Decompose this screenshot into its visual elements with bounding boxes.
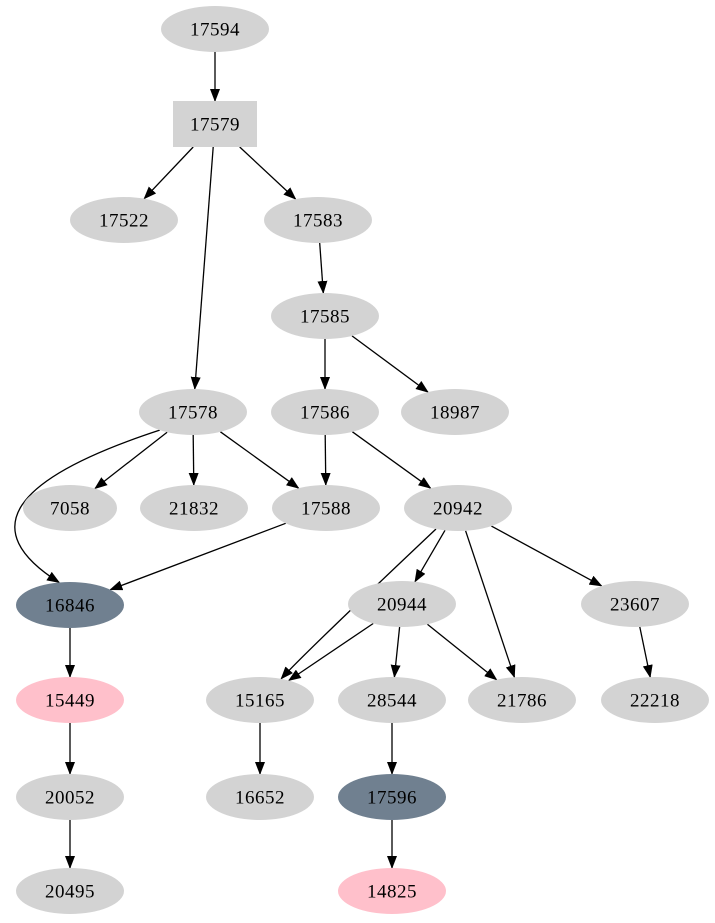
graph-node-17596: 17596 xyxy=(338,774,446,820)
node-ellipse-23607 xyxy=(581,581,689,627)
graph-node-15449: 15449 xyxy=(16,677,124,723)
edge-17579-to-17522 xyxy=(143,146,194,200)
node-label-22218: 22218 xyxy=(630,691,680,712)
node-label-16846: 16846 xyxy=(45,596,95,617)
node-ellipse-21832 xyxy=(140,485,248,531)
edge-23607-to-22218 xyxy=(639,626,653,679)
edge-20942-to-15165 xyxy=(280,528,437,680)
node-label-23607: 23607 xyxy=(610,595,660,616)
graph-node-14825: 14825 xyxy=(338,868,446,914)
graph-node-17579: 17579 xyxy=(173,101,257,147)
graph-node-18987: 18987 xyxy=(401,389,509,435)
graph-node-28544: 28544 xyxy=(338,677,446,723)
edge-17578-to-16846 xyxy=(14,429,160,584)
edge-20944-to-21786 xyxy=(426,623,498,681)
graph-node-16652: 16652 xyxy=(206,774,314,820)
node-label-17596: 17596 xyxy=(367,788,417,809)
edge-20942-to-21786 xyxy=(464,530,516,679)
graph-node-23607: 23607 xyxy=(581,581,689,627)
edge-17583-to-17585 xyxy=(317,242,328,294)
node-ellipse-17588 xyxy=(272,485,380,531)
node-ellipse-17522 xyxy=(70,197,178,243)
edge-20942-to-20944 xyxy=(414,529,446,583)
graph-node-22218: 22218 xyxy=(601,677,709,723)
node-ellipse-28544 xyxy=(338,677,446,723)
node-ellipse-20495 xyxy=(16,868,124,914)
edge-17579-to-17583 xyxy=(239,146,297,200)
node-label-17579: 17579 xyxy=(190,115,240,136)
node-label-17594: 17594 xyxy=(190,20,240,41)
node-label-18987: 18987 xyxy=(430,403,480,424)
node-label-20944: 20944 xyxy=(377,595,427,616)
node-label-17586: 17586 xyxy=(300,403,350,424)
node-ellipse-17585 xyxy=(271,293,379,339)
graph-node-17578: 17578 xyxy=(139,389,247,435)
edge-17578-to-7058 xyxy=(94,431,168,490)
node-label-16652: 16652 xyxy=(235,788,285,809)
graph-node-20052: 20052 xyxy=(16,774,124,820)
node-label-17585: 17585 xyxy=(300,307,350,328)
edge-17586-to-17588 xyxy=(320,434,331,486)
edge-17578-to-17588 xyxy=(220,431,300,489)
node-ellipse-16652 xyxy=(206,774,314,820)
node-ellipse-21786 xyxy=(468,677,576,723)
graph-node-17588: 17588 xyxy=(272,485,380,531)
node-ellipse-22218 xyxy=(601,677,709,723)
node-ellipse-17596 xyxy=(338,774,446,820)
edge-17588-to-16846 xyxy=(109,522,286,591)
node-ellipse-20944 xyxy=(348,581,456,627)
graph-node-20495: 20495 xyxy=(16,868,124,914)
node-ellipse-17578 xyxy=(139,389,247,435)
node-ellipse-20942 xyxy=(404,485,512,531)
graph-node-17583: 17583 xyxy=(264,197,372,243)
graph-node-17586: 17586 xyxy=(271,389,379,435)
node-ellipse-7058 xyxy=(23,485,117,531)
node-label-15449: 15449 xyxy=(45,691,95,712)
node-ellipse-18987 xyxy=(401,389,509,435)
edge-17586-to-20942 xyxy=(352,431,432,489)
nodes-layer: 17594 17579 17522 17583 17585 17578 17586 18987… xyxy=(16,6,709,914)
graph-node-17594: 17594 xyxy=(161,6,269,52)
graph-node-20942: 20942 xyxy=(404,485,512,531)
node-label-21786: 21786 xyxy=(497,691,547,712)
node-ellipse-17586 xyxy=(271,389,379,435)
edge-17578-to-21832 xyxy=(188,434,199,486)
graph-node-21832: 21832 xyxy=(140,485,248,531)
node-label-28544: 28544 xyxy=(367,691,417,712)
node-ellipse-17583 xyxy=(264,197,372,243)
edges-layer xyxy=(14,52,653,869)
edge-20944-to-15165 xyxy=(287,622,374,682)
graph-node-15165: 15165 xyxy=(206,677,314,723)
node-ellipse-14825 xyxy=(338,868,446,914)
graph-node-20944: 20944 xyxy=(348,581,456,627)
node-label-7058: 7058 xyxy=(50,499,90,520)
node-ellipse-20052 xyxy=(16,774,124,820)
edge-20942-to-23607 xyxy=(491,525,603,587)
node-ellipse-16846 xyxy=(16,582,124,628)
graph-node-17585: 17585 xyxy=(271,293,379,339)
edge-17579-to-17578 xyxy=(190,146,214,390)
edge-17585-to-18987 xyxy=(351,335,429,393)
node-label-15165: 15165 xyxy=(235,691,285,712)
node-label-20495: 20495 xyxy=(45,882,95,903)
node-ellipse-15449 xyxy=(16,677,124,723)
node-ellipse-15165 xyxy=(206,677,314,723)
node-label-20052: 20052 xyxy=(45,788,95,809)
node-ellipse-17594 xyxy=(161,6,269,52)
graph-node-16846: 16846 xyxy=(16,582,124,628)
node-label-20942: 20942 xyxy=(433,499,483,520)
node-label-21832: 21832 xyxy=(169,499,219,520)
graph-node-17522: 17522 xyxy=(70,197,178,243)
edge-20944-to-28544 xyxy=(390,626,401,678)
node-label-14825: 14825 xyxy=(367,882,417,903)
node-box-17579 xyxy=(173,101,257,147)
node-label-17578: 17578 xyxy=(168,403,218,424)
node-label-17588: 17588 xyxy=(301,499,351,520)
graph-node-21786: 21786 xyxy=(468,677,576,723)
node-label-17522: 17522 xyxy=(99,211,149,232)
node-label-17583: 17583 xyxy=(293,211,343,232)
graph-node-7058: 7058 xyxy=(23,485,117,531)
